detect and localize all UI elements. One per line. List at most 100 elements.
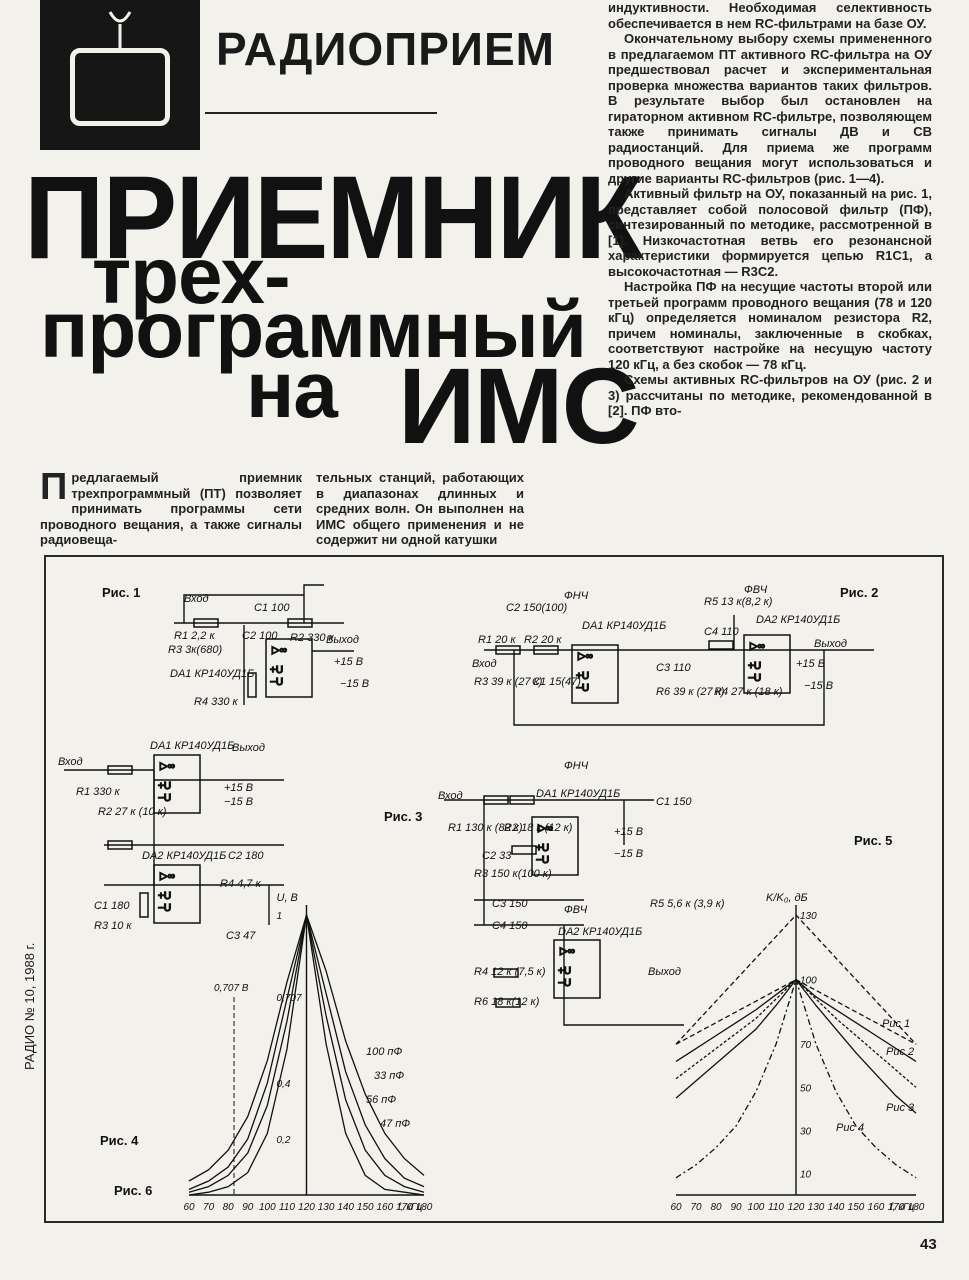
fig3-part-r6: R6 18 к(12 к) <box>474 996 540 1008</box>
x-tick-label: 90 <box>242 1202 254 1213</box>
middle-column: тельных станций, работающих в диапазонах… <box>316 470 524 548</box>
fig4-part-c1: C1 180 <box>94 900 130 912</box>
x-tick-label: 120 <box>788 1202 805 1213</box>
half-power-label: 0,707 В <box>214 983 249 994</box>
series-label: 47 пФ <box>380 1118 410 1130</box>
divider <box>205 112 437 114</box>
y-tick-label: 100 <box>800 976 817 987</box>
fig3-hpf: ФВЧ <box>564 904 588 916</box>
fig4-input: Вход <box>58 756 83 768</box>
fig2-part-c2: C2 150(100) <box>506 602 567 614</box>
fig2-part-r3: R3 39 к (27 к) <box>474 676 543 688</box>
fig1-output: Выход <box>326 634 359 646</box>
y-tick-label: 70 <box>800 1040 812 1051</box>
series-label: 33 пФ <box>374 1070 404 1082</box>
x-axis-label: f, кГц <box>890 1202 914 1213</box>
fig3-part-r1: R1 130 к (82 к) <box>448 822 523 834</box>
fig2-part-vplus: +15 В <box>796 658 825 670</box>
issue-info: РАДИО № 10, 1988 г. <box>22 942 37 1070</box>
fig3-output: Выход <box>648 966 681 978</box>
series-line <box>188 914 425 1196</box>
y-tick-label: 0,707 <box>277 993 302 1004</box>
lead-text: редлагаемый приемник трехпрограммный (ПТ… <box>40 470 302 547</box>
series-label: Рис 2 <box>886 1046 914 1058</box>
fig3-lpf: ФНЧ <box>564 760 589 772</box>
x-tick-label: 90 <box>730 1202 742 1213</box>
fig2-part-r4: R4 27 к (18 к) <box>714 686 783 698</box>
x-tick-label: 130 <box>318 1202 335 1213</box>
y-axis-label: U, В <box>277 892 298 904</box>
fig2-part-c3: C3 110 <box>656 662 692 674</box>
figure-5-label: Рис. 5 <box>854 833 892 848</box>
x-tick-label: 180 <box>908 1202 925 1213</box>
page-number: 43 <box>920 1236 937 1253</box>
fig3-part-vplus: +15 В <box>614 826 643 838</box>
series-line <box>675 914 917 1045</box>
headline-line-3: программный <box>40 285 587 374</box>
fig3-part-c2: C2 33 <box>482 850 512 862</box>
y-tick-label: 30 <box>800 1126 812 1137</box>
fig4-part-r3: R3 10 к <box>94 920 132 932</box>
x-axis-label: f, кГц <box>398 1202 422 1213</box>
fig3-part-r3: R3 150 к(100 к) <box>474 868 552 880</box>
headline-line-1: ПРИЕМНИК <box>24 151 643 284</box>
y-tick-label: 0,2 <box>277 1135 291 1146</box>
fig1-part-r2: R2 330 к <box>290 632 335 644</box>
fig2-part-da2: DA2 КР140УД1Б <box>756 614 840 626</box>
x-tick-label: 100 <box>259 1202 276 1213</box>
figure-4-label: Рис. 4 <box>100 1133 139 1148</box>
right-paragraph-4: Настройка ПФ на несущие частоты второй и… <box>608 279 932 372</box>
fig4-part-da1: DA1 КР140УД1Б <box>150 740 234 752</box>
x-tick-label: 150 <box>848 1202 865 1213</box>
fig3-input: Вход <box>438 790 463 802</box>
right-paragraph-1: индуктивности. Необходимая селективность… <box>608 0 932 31</box>
right-paragraph-5: Схемы активных RC-фильтров на ОУ (рис. 2… <box>608 372 932 418</box>
series-label: 100 пФ <box>366 1046 402 1058</box>
fig4-part-vminus: −15 В <box>224 796 253 808</box>
fig2-output: Выход <box>814 638 847 650</box>
x-tick-label: 140 <box>337 1202 354 1213</box>
figure-6-label: Рис. 6 <box>114 1183 152 1198</box>
x-tick-label: 70 <box>203 1202 215 1213</box>
fig1-part-c2: C2 100 <box>242 630 278 642</box>
right-column: индуктивности. Необходимая селективность… <box>608 0 932 419</box>
fig3-part-r4: R4 12 к (7,5 к) <box>474 966 546 978</box>
fig1-part-r1: R1 2,2 к <box>174 630 215 642</box>
fig2-part-c4: C4 110 <box>704 626 740 638</box>
fig2-part-r5: R5 13 к(8,2 к) <box>704 596 773 608</box>
fig2-part-r1: R1 20 к <box>478 634 516 646</box>
figure-2-label: Рис. 2 <box>840 585 878 600</box>
middle-text: тельных станций, работающих в диапазонах… <box>316 470 524 547</box>
x-tick-label: 80 <box>223 1202 235 1213</box>
fig2-part-vminus: −15 В <box>804 680 833 692</box>
x-tick-label: 160 <box>868 1202 885 1213</box>
series-label: Рис 1 <box>882 1018 910 1030</box>
fig3-part-vminus: −15 В <box>614 848 643 860</box>
fig3-part-da2: DA2 КР140УД1Б <box>558 926 642 938</box>
fig2-input: Вход <box>472 658 497 670</box>
fig2-part-da1: DA1 КР140УД1Б <box>582 620 666 632</box>
x-tick-label: 70 <box>690 1202 702 1213</box>
section-title: РАДИОПРИЕМ <box>216 23 555 75</box>
fig4-output: Выход <box>232 742 265 754</box>
figures-svg: ▷∞+U−U Рис. 1 Вход Выход R1 2,2 к R3 3к(… <box>58 584 925 1213</box>
fig2-part-c1: C1 15(47) <box>532 676 581 688</box>
series-line <box>675 977 917 1179</box>
x-tick-label: 110 <box>768 1202 784 1213</box>
fig4-part-c3: C3 47 <box>226 930 256 942</box>
x-tick-label: 170 <box>396 1202 413 1213</box>
x-tick-label: 130 <box>808 1202 825 1213</box>
x-tick-label: 110 <box>279 1202 295 1213</box>
fig1-input: Вход <box>184 593 209 605</box>
fig2-hpf: ФВЧ <box>744 584 768 596</box>
fig4-part-r2: R2 27 к (10 к) <box>98 806 167 818</box>
x-tick-label: 100 <box>748 1202 765 1213</box>
fig1-part-vplus: +15 В <box>334 656 363 668</box>
fig2-lpf: ФНЧ <box>564 590 589 602</box>
fig1-part-vminus: −15 В <box>340 678 369 690</box>
headline-line-4: на <box>246 345 338 434</box>
fig1-part-r4: R4 330 к <box>194 696 239 708</box>
fig1-part-c1: C1 100 <box>254 602 290 614</box>
x-tick-label: 180 <box>416 1202 433 1213</box>
